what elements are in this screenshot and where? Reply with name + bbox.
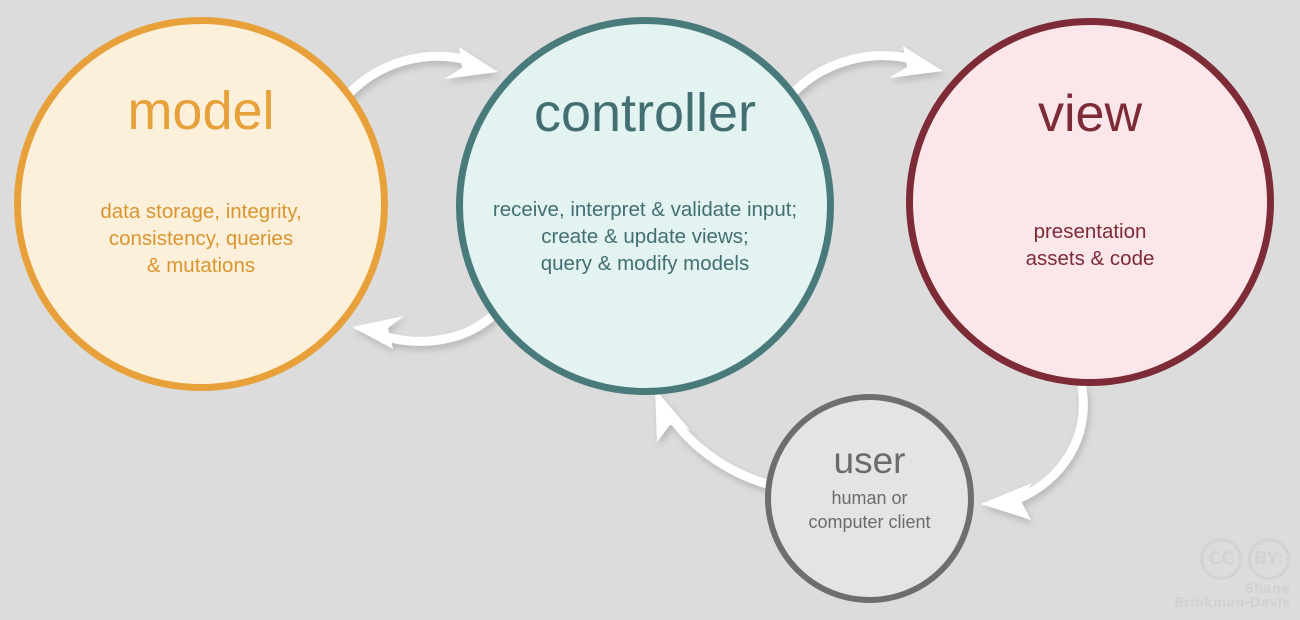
arrow-controller-to-view <box>789 46 943 97</box>
node-view-description: presentation assets & code <box>1025 220 1155 271</box>
creative-commons-marks: CC BY: <box>1200 537 1290 580</box>
node-controller-title: controller <box>533 83 757 143</box>
node-user-description: human or computer client <box>808 488 931 532</box>
arrow-user-to-controller <box>655 389 783 492</box>
attribution-by-icon: BY: <box>1248 537 1290 580</box>
arrow-model-to-controller <box>341 47 498 102</box>
node-controller[interactable]: controller receive, interpret & validate… <box>456 17 834 395</box>
node-view-title: view <box>1037 85 1143 143</box>
node-user[interactable]: user human or computer client <box>765 394 974 603</box>
node-controller-description: receive, interpret & validate input; cre… <box>492 198 798 276</box>
arrow-controller-to-model <box>352 313 495 349</box>
node-view[interactable]: view presentation assets & code <box>906 18 1274 386</box>
author-last-name: Brinkman-Davis <box>1174 596 1290 612</box>
license-badge: CC BY: Shane Brinkman-Davis <box>1174 537 1290 612</box>
author-attribution: Shane Brinkman-Davis <box>1174 581 1290 612</box>
author-first-name: Shane <box>1244 581 1290 597</box>
node-user-title: user <box>833 440 906 481</box>
arrow-view-to-user <box>981 383 1088 520</box>
node-model[interactable]: model data storage, integrity, consisten… <box>14 17 388 391</box>
node-model-title: model <box>127 81 275 141</box>
creative-commons-icon: CC <box>1200 537 1242 580</box>
node-model-description: data storage, integrity, consistency, qu… <box>100 200 302 278</box>
